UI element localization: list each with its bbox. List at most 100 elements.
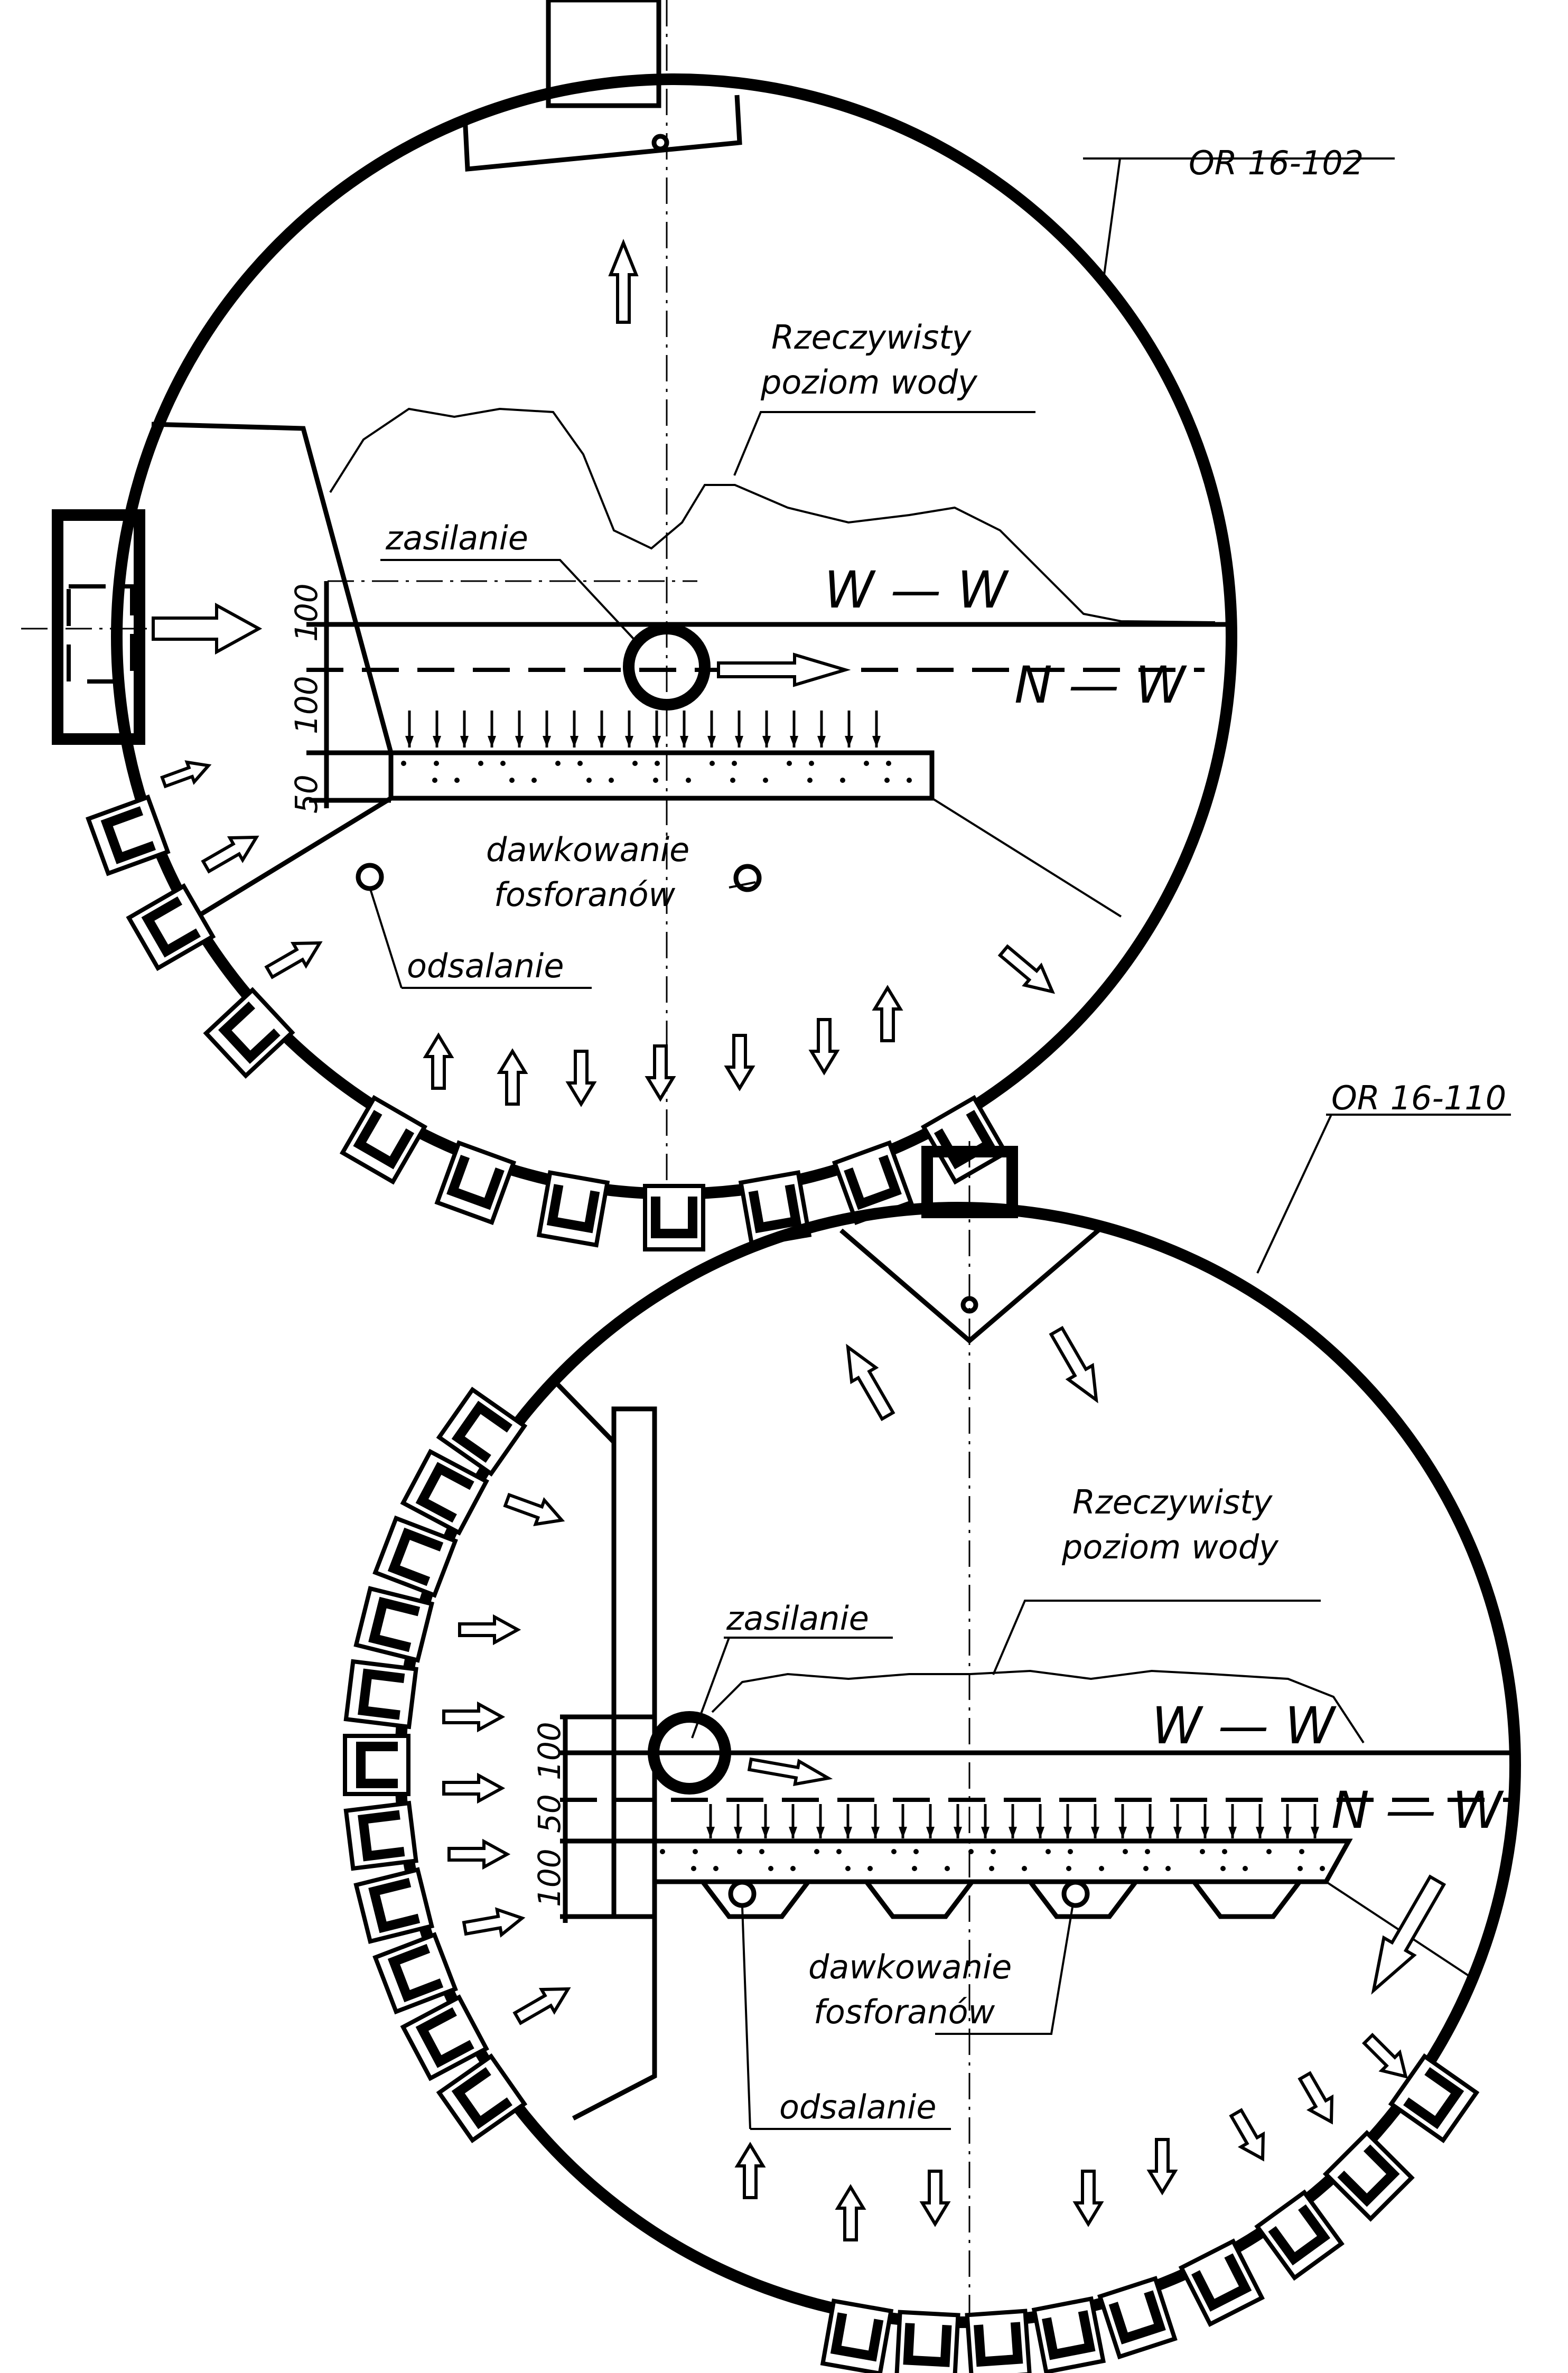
plate-perforation	[845, 1866, 851, 1871]
drum-bottom-dosing-label: dawkowanie	[808, 1948, 1012, 1986]
drum-bottom-dosing-label-2: fosforanów	[814, 1993, 995, 2031]
flow-arrow-icon	[734, 2142, 766, 2199]
arrow-shape	[846, 1343, 895, 1422]
drum-top-water-level-leader	[733, 411, 1035, 476]
chamber-web	[1268, 2204, 1331, 2266]
drum-top: OR 16-102 Rzeczywisty poziom wody zasila…	[21, 0, 1395, 1251]
arrow-head	[1009, 1827, 1017, 1838]
chamber-web	[358, 1668, 405, 1720]
drum-top-dosing-leader	[729, 881, 756, 889]
small-down-arrow-icon	[845, 711, 853, 748]
arrow-shape	[447, 1838, 511, 1870]
plate-perforation	[1320, 1866, 1325, 1871]
plate-perforation	[609, 778, 614, 783]
flow-arrow-icon	[1298, 2071, 1334, 2125]
drum-top-dim-2: 100	[288, 676, 324, 734]
arrow-shape	[1361, 2032, 1408, 2079]
arrow-shape	[1229, 2108, 1265, 2162]
arrow-head	[981, 1827, 990, 1838]
small-down-arrow-icon	[488, 711, 496, 748]
arrow-head	[515, 736, 524, 748]
chamber-web	[353, 1109, 415, 1170]
flow-arrow-icon	[497, 1048, 528, 1106]
small-down-arrow-icon	[652, 711, 661, 748]
flow-arrow-icon	[201, 835, 259, 874]
arrow-head	[1173, 1827, 1182, 1838]
chamber-body	[353, 1586, 435, 1663]
drum-bottom-perforated-plate	[652, 1838, 1353, 1884]
arrow-head	[1283, 1827, 1292, 1838]
chamber-body	[1254, 2189, 1345, 2281]
small-down-arrow-icon	[1283, 1804, 1292, 1838]
small-down-arrow-icon	[1173, 1804, 1182, 1838]
flow-arrow-icon	[160, 760, 212, 789]
drum-bottom-feed-label: zasilanie	[726, 1599, 869, 1638]
chamber-body	[436, 2053, 528, 2143]
chamber-web	[1403, 2067, 1464, 2129]
plate-perforation	[945, 1866, 950, 1871]
drum-top-water-level-label: Rzeczywisty	[771, 318, 972, 357]
drum-top-blowdown-pipe	[356, 863, 384, 891]
arrow-head	[954, 1827, 962, 1838]
plate-perforation	[913, 1849, 919, 1854]
plate-perforation	[790, 1866, 796, 1871]
flow-arrow-icon	[447, 1838, 511, 1870]
small-down-arrow-icon	[872, 711, 881, 748]
tube-connection-chamber	[372, 1515, 458, 1598]
plate-perforation	[759, 1849, 764, 1854]
plate-perforation	[867, 1866, 873, 1871]
small-down-arrow-icon	[1201, 1804, 1209, 1838]
chamber-body	[820, 2299, 894, 2373]
plate-perforation	[891, 1849, 897, 1854]
chamber-web	[844, 1155, 902, 1210]
arrow-head	[706, 1827, 715, 1838]
flow-arrow-icon	[997, 944, 1056, 994]
small-down-arrow-icon	[433, 711, 441, 748]
arrow-shape	[608, 238, 639, 324]
drum-bottom-blowdown-label: odsalanie	[779, 2088, 936, 2126]
small-down-arrow-icon	[926, 1804, 935, 1838]
flow-arrow-icon	[1072, 2170, 1104, 2227]
plate-perforation	[1022, 1866, 1027, 1871]
chamber-web	[218, 1001, 281, 1064]
tube-connection-chamber	[343, 1659, 418, 1730]
arrow-shape	[1049, 1325, 1098, 1404]
arrow-head	[1063, 1827, 1072, 1838]
chamber-web	[451, 2067, 512, 2129]
small-down-arrow-icon	[1091, 1804, 1099, 1838]
tube-connection-chamber	[832, 1140, 914, 1225]
drum-top-feed-label: zasilanie	[385, 519, 528, 557]
arrow-shape	[458, 1614, 521, 1646]
drum-bottom-lower-baffle-right	[1325, 1881, 1470, 1977]
arrow-head	[1036, 1827, 1044, 1838]
arrow-shape	[717, 652, 851, 687]
small-down-arrow-icon	[460, 711, 469, 748]
chamber-web	[387, 1527, 444, 1586]
plate-perforation	[653, 778, 658, 783]
small-down-arrow-icon	[954, 1804, 962, 1838]
tube-connection-chamber	[436, 2053, 528, 2143]
plate-perforation	[713, 1866, 718, 1871]
arrow-head	[817, 736, 826, 748]
small-down-arrow-icon	[1036, 1804, 1044, 1838]
chamber-body	[1178, 2238, 1265, 2327]
chamber-body	[400, 1994, 489, 2081]
plate-perforation	[577, 761, 583, 766]
plate-perforation	[655, 761, 660, 766]
tube-connection-chamber	[894, 2310, 960, 2373]
plate-perforation	[968, 1849, 974, 1854]
drum-bottom-dosing-leader	[935, 1907, 1074, 2035]
flow-arrow-icon	[835, 2184, 866, 2241]
drum-bottom-low-level-label: N — W	[1331, 1781, 1504, 1840]
small-down-arrow-icon	[405, 711, 414, 748]
plate-perforation	[1222, 1849, 1227, 1854]
drum-top-lower-baffle-left	[195, 796, 393, 919]
chamber-web	[1337, 2144, 1400, 2207]
arrow-head	[1311, 1827, 1319, 1838]
plate-perforation	[454, 778, 460, 783]
arrow-shape	[835, 2184, 866, 2241]
small-down-arrow-icon	[817, 711, 826, 748]
flow-arrow-icon	[1229, 2108, 1265, 2162]
plate-perforation	[884, 778, 890, 783]
chamber-body	[400, 1449, 489, 1536]
